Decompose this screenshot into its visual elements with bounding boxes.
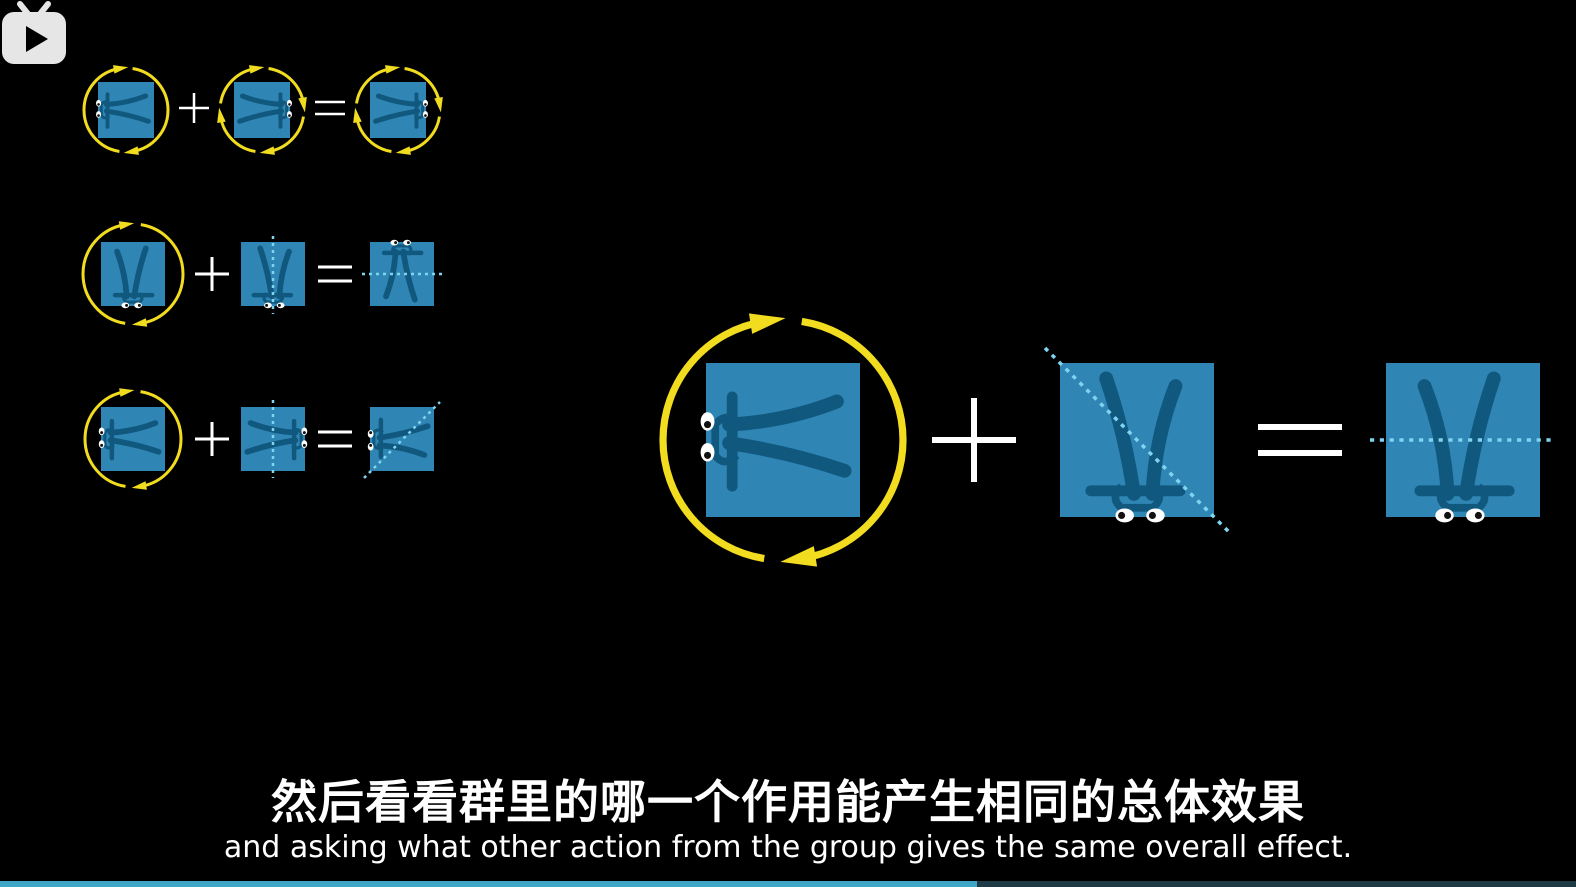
subtitle-english: and asking what other action from the gr…: [223, 830, 1353, 865]
video-progress-fill: [0, 881, 978, 887]
square-upright: [101, 242, 165, 308]
equals-sign: [1258, 424, 1342, 456]
square-rotated: [370, 82, 428, 138]
plus-sign: [195, 422, 229, 456]
rotation-arrows-icon: [353, 65, 443, 155]
video-progress-bar[interactable]: [0, 881, 1576, 887]
plus-sign: [195, 257, 229, 291]
plus-sign: [932, 398, 1016, 482]
subtitle-chinese: 然后看看群里的哪一个作用能产生相同的总体效果: [271, 775, 1305, 829]
rotation-arrows-icon: [217, 65, 307, 155]
bilibili-tv-icon[interactable]: [0, 0, 68, 66]
square-reflected: [370, 240, 434, 306]
rotation-arrows-icon: [659, 313, 907, 567]
main-square-rotated: [701, 363, 860, 517]
rotation-arrows-icon: [83, 388, 183, 490]
square-reflected: [241, 407, 307, 471]
square-rotated: [96, 82, 154, 138]
square-rotated: [99, 407, 165, 471]
main-square-reflected: [1060, 363, 1214, 522]
plus-sign: [179, 93, 209, 123]
equals-sign: [318, 265, 352, 283]
reflection-axis-icon: [1043, 346, 1232, 535]
square-rotated: [234, 82, 292, 138]
rotation-arrows-icon: [82, 65, 170, 155]
main-square-result: [1386, 363, 1540, 522]
rotation-arrows-icon: [81, 221, 185, 327]
equals-sign: [318, 430, 352, 448]
equals-sign: [315, 100, 345, 116]
